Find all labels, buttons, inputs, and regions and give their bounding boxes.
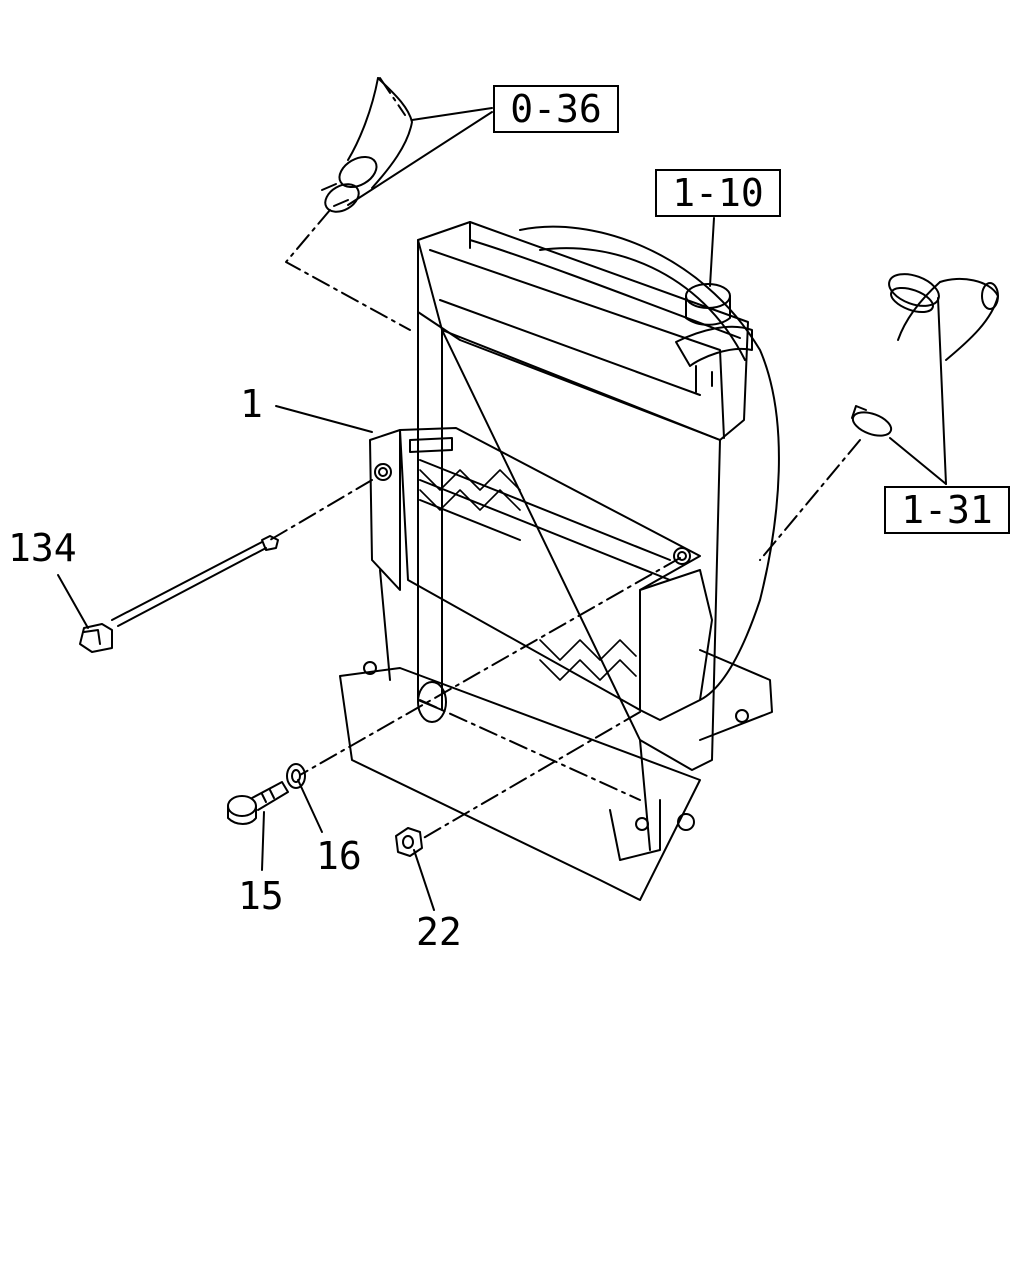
ref-box-0-36: 0-36 bbox=[493, 85, 619, 133]
leader-1-31-hose bbox=[937, 297, 947, 485]
align-nut bbox=[419, 711, 641, 841]
bolt bbox=[227, 781, 289, 825]
right-hose bbox=[851, 273, 999, 437]
filler-cap bbox=[675, 283, 753, 393]
leader-134 bbox=[57, 574, 89, 629]
leader-15 bbox=[261, 811, 265, 871]
align-right-hose bbox=[759, 439, 861, 561]
ref-box-1-10: 1-10 bbox=[655, 169, 781, 217]
part-number-22: 22 bbox=[416, 910, 462, 954]
washer bbox=[286, 763, 306, 789]
ref-box-1-31: 1-31 bbox=[884, 486, 1010, 534]
upper-hose bbox=[321, 77, 413, 213]
leader-1 bbox=[275, 405, 373, 433]
leader-0-36-hose bbox=[411, 107, 493, 121]
intercooler bbox=[369, 427, 713, 721]
part-number-134: 134 bbox=[8, 526, 77, 570]
align-washer bbox=[299, 557, 681, 776]
lower-frame bbox=[339, 569, 773, 901]
alignment-lines bbox=[269, 77, 861, 841]
leader-1-10 bbox=[709, 217, 715, 287]
nut bbox=[395, 827, 423, 857]
align-upper-hose bbox=[285, 209, 411, 331]
part-number-16: 16 bbox=[316, 834, 362, 878]
leader-0-36-clamp bbox=[347, 111, 493, 206]
leader-16 bbox=[297, 779, 323, 833]
part-number-1: 1 bbox=[240, 382, 263, 426]
leader-22 bbox=[413, 849, 435, 911]
part-number-15: 15 bbox=[238, 874, 284, 918]
leader-1-31-clamp bbox=[889, 437, 947, 485]
align-sensor bbox=[269, 479, 373, 541]
temperature-sensor bbox=[79, 535, 279, 653]
radiator-body bbox=[417, 221, 780, 771]
leader-lines bbox=[57, 107, 947, 911]
